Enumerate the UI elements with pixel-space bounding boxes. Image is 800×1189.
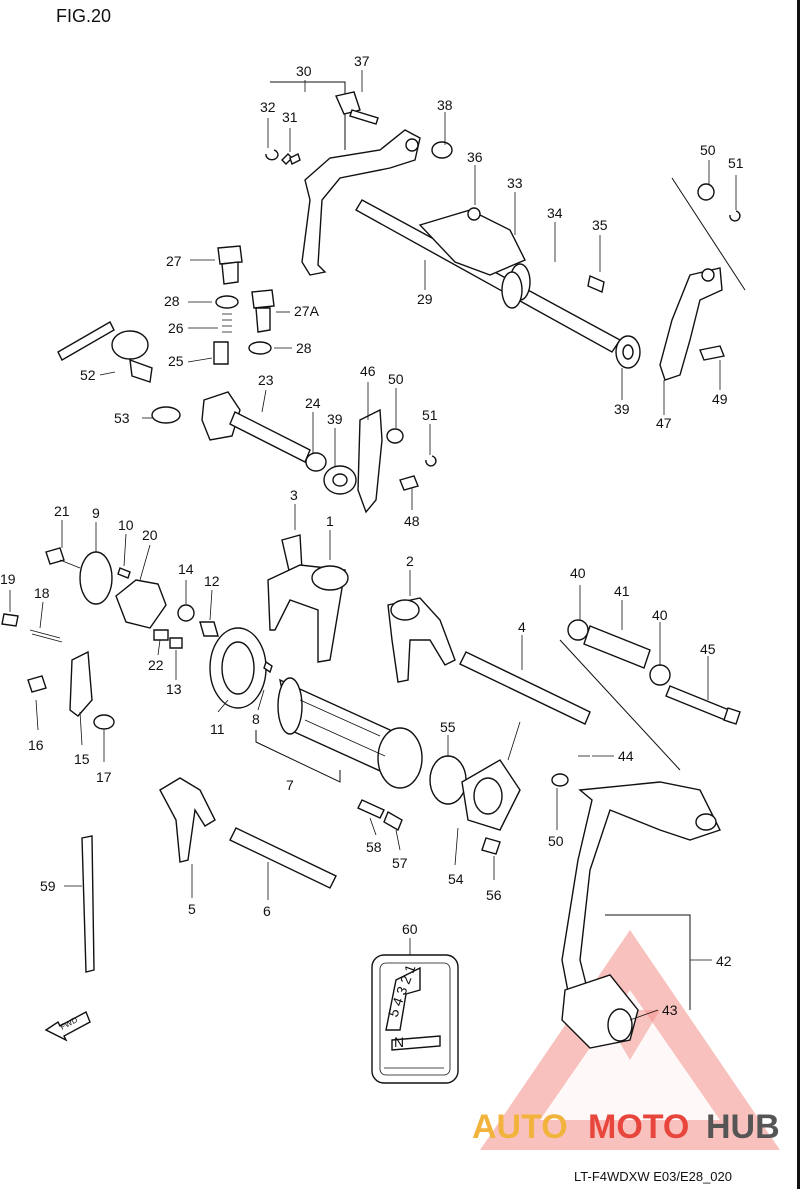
label-54: 54 [448,871,464,887]
label-41: 41 [614,583,630,599]
gear-position-switch [357,721,521,855]
label-12: 12 [204,573,220,589]
shift-linkage-assembly [265,81,453,276]
shift-arm-47 [659,177,746,381]
label-57: 57 [392,855,408,871]
label-28-left: 28 [164,293,180,309]
label-36: 36 [467,149,483,165]
label-9: 9 [92,505,100,521]
fork-shaft-4 [459,651,591,725]
label-53: 53 [114,410,130,426]
label-39-mid: 39 [327,411,343,427]
watermark-hub: HUB [706,1108,780,1146]
part-number-labels: 30 37 32 31 38 36 33 34 35 29 50 51 27 2… [0,53,744,1018]
shift-shaft-assembly [355,199,641,369]
label-7: 7 [286,777,294,793]
label-25: 25 [168,353,184,369]
label-1: 1 [326,513,334,529]
label-60: 60 [402,921,418,937]
label-37: 37 [354,53,370,69]
label-44: 44 [618,748,634,764]
label-11: 11 [210,721,225,737]
label-39-right: 39 [614,401,630,417]
label-10: 10 [118,517,134,533]
gearshift-drum [209,627,423,789]
figure-label: FIG.20 [56,6,111,26]
gearshift-cam-stopper-parts [1,547,219,730]
fork-5-shaft-6 [159,777,337,889]
label-5: 5 [188,901,196,917]
label-29: 29 [417,291,433,307]
decal-neutral: N [394,1034,404,1050]
label-47: 47 [656,415,672,431]
watermark-auto: AUTO [472,1108,568,1146]
label-3: 3 [290,487,298,503]
label-35: 35 [592,217,608,233]
label-34: 34 [547,205,563,221]
label-18: 18 [34,585,50,601]
label-40-left: 40 [570,565,586,581]
label-22: 22 [148,657,164,673]
shift-forks [267,534,456,683]
label-30: 30 [296,63,312,79]
gearshift-cam-assembly [201,391,437,514]
label-8: 8 [252,711,260,727]
label-16: 16 [28,737,44,753]
label-55: 55 [440,719,456,735]
label-43: 43 [662,1002,678,1018]
label-26: 26 [168,320,184,336]
cable-tie [64,835,95,973]
label-23: 23 [258,372,274,388]
label-33: 33 [507,175,523,191]
label-2: 2 [406,553,414,569]
label-48: 48 [404,513,420,529]
label-19: 19 [0,571,16,587]
label-21: 21 [54,503,70,519]
label-50-top: 50 [700,142,716,158]
label-28-right: 28 [296,340,312,356]
label-59: 59 [40,878,56,894]
gearshift-lever [551,639,721,1049]
fwd-arrow-icon: FWD [44,1011,91,1042]
label-46: 46 [360,363,376,379]
label-15: 15 [74,751,90,767]
label-27: 27 [166,253,182,269]
detent-assembly [57,245,275,424]
label-51-mid: 51 [422,407,438,423]
label-27a: 27A [294,303,320,319]
shift-rod-assembly [567,619,741,725]
label-50-bottom: 50 [548,833,564,849]
label-31: 31 [282,109,298,125]
label-40-right: 40 [652,607,668,623]
label-6: 6 [263,903,271,919]
label-24: 24 [305,395,321,411]
label-56: 56 [486,887,502,903]
label-45: 45 [700,641,716,657]
label-58: 58 [366,839,382,855]
label-49: 49 [712,391,728,407]
leader-lines [9,70,737,1021]
label-32: 32 [260,99,276,115]
label-51-top: 51 [728,155,744,171]
label-38: 38 [437,97,453,113]
watermark-moto: MOTO [588,1108,689,1146]
shift-decal: 5 4 3 2 1 N [371,954,459,1084]
label-20: 20 [142,527,158,543]
footer-code: LT-F4WDXW E03/E28_020 [574,1169,732,1184]
label-17: 17 [96,769,112,785]
label-14: 14 [178,561,194,577]
page-border [797,0,800,1189]
label-50-mid: 50 [388,371,404,387]
label-4: 4 [518,619,526,635]
label-52: 52 [80,367,96,383]
label-13: 13 [166,681,182,697]
label-42: 42 [716,953,732,969]
